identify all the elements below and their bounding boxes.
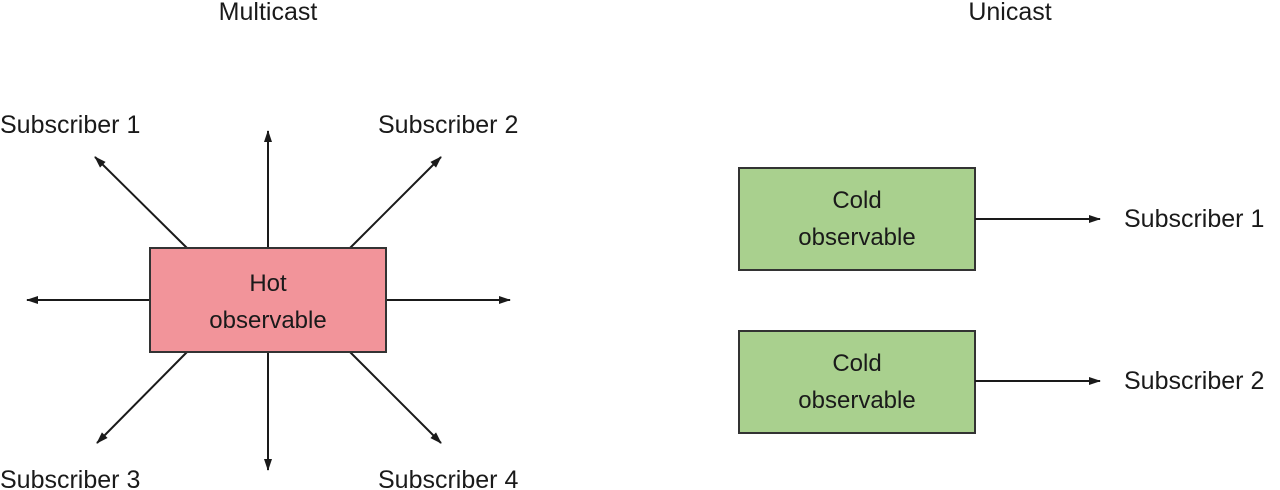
multicast-title: Multicast: [219, 0, 318, 26]
arrow-down-right: [349, 351, 442, 444]
multicast-section: Multicast Hot observable Subscriber 1 Su…: [0, 0, 518, 490]
multicast-subscriber-2: Subscriber 2: [378, 111, 518, 139]
cold-observable-box-1: [738, 167, 976, 271]
hot-observable-label-line2: observable: [209, 307, 326, 334]
unicast-subscriber-2: Subscriber 2: [1124, 367, 1264, 395]
cold-observable-1-label-line2: observable: [798, 224, 915, 251]
hot-observable-label-line1: Hot: [249, 270, 287, 297]
multicast-subscriber-4: Subscriber 4: [378, 466, 518, 490]
unicast-subscriber-1: Subscriber 1: [1124, 205, 1264, 233]
hot-observable-box: [149, 247, 387, 353]
multicast-subscriber-1: Subscriber 1: [0, 111, 140, 139]
arrow-up-left: [94, 156, 188, 249]
cold-observable-2-label-line2: observable: [798, 387, 915, 414]
unicast-section: Unicast Cold observable Subscriber 1 Col…: [738, 0, 1264, 434]
arrow-up-right: [349, 156, 442, 249]
cold-observable-box-2: [738, 330, 976, 434]
cold-observable-2-label-line1: Cold: [832, 350, 881, 377]
unicast-title: Unicast: [968, 0, 1051, 26]
multicast-subscriber-3: Subscriber 3: [0, 466, 140, 490]
cold-observable-1-label-line1: Cold: [832, 187, 881, 214]
arrow-down-left: [96, 351, 188, 444]
